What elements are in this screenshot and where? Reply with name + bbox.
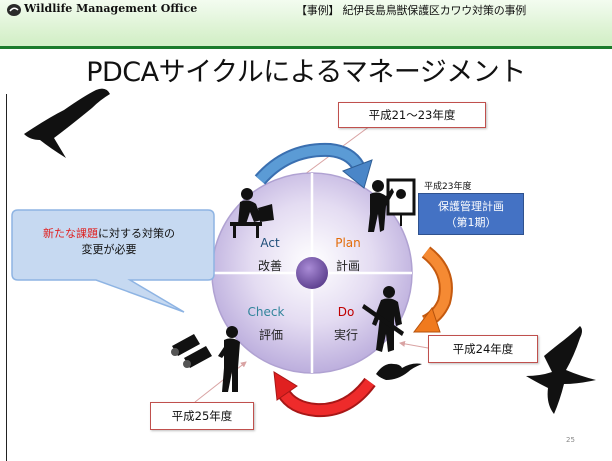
observer-icon: [218, 326, 240, 392]
soldier-icon: [362, 286, 404, 352]
center-hub: [296, 257, 328, 289]
case-heading: 【事例】 紀伊長島鳥獣保護区カワウ対策の事例: [296, 4, 527, 17]
person-desk-icon: [230, 188, 274, 238]
check-text: 評価: [258, 328, 283, 342]
act-label: Act: [260, 236, 280, 250]
plan-box-line1: 保護管理計画: [438, 200, 504, 213]
callout-text: 新たな課題に対する対策の 変更が必要: [20, 226, 198, 258]
period-box-check: 平成25年度: [150, 402, 254, 430]
callout-bubble: [11, 209, 215, 313]
connector-check: [194, 361, 247, 403]
cormorant-silhouette-swimming: [376, 363, 422, 380]
plan-text: 計画: [335, 259, 360, 273]
slide-title: PDCAサイクルによるマネージメント: [86, 57, 526, 88]
left-frame-line: [6, 94, 7, 461]
callout-highlight: 新たな課題: [43, 227, 98, 240]
check-label: Check: [247, 305, 285, 319]
logo-text: Wildlife Management Office: [24, 2, 198, 15]
period-box-do: 平成24年度: [428, 335, 538, 363]
do-label: Do: [337, 305, 355, 319]
period-box-act: 平成21～23年度: [338, 102, 486, 128]
presenter-icon: [368, 178, 416, 232]
plan-box: 保護管理計画 （第1期）: [418, 193, 524, 235]
callout-line2: 変更が必要: [81, 243, 137, 256]
do-text: 実行: [333, 328, 358, 342]
callout-line1: に対する対策の: [98, 227, 175, 240]
act-text: 改善: [257, 259, 282, 273]
plan-box-line2: （第1期）: [445, 216, 497, 229]
header-divider: [0, 46, 612, 49]
slide-number: 25: [566, 436, 575, 444]
cycle-arrows: [254, 142, 453, 418]
cormorant-silhouette-bottomright: [526, 326, 596, 414]
cormorant-silhouette-topleft: [24, 88, 110, 158]
logo-icon: [7, 4, 21, 16]
plan-label: Plan: [335, 236, 361, 250]
plan-year-note: 平成23年度: [424, 182, 472, 192]
header-bar: [0, 0, 612, 46]
connector-do: [399, 340, 429, 349]
binoculars-icon: [171, 334, 212, 368]
